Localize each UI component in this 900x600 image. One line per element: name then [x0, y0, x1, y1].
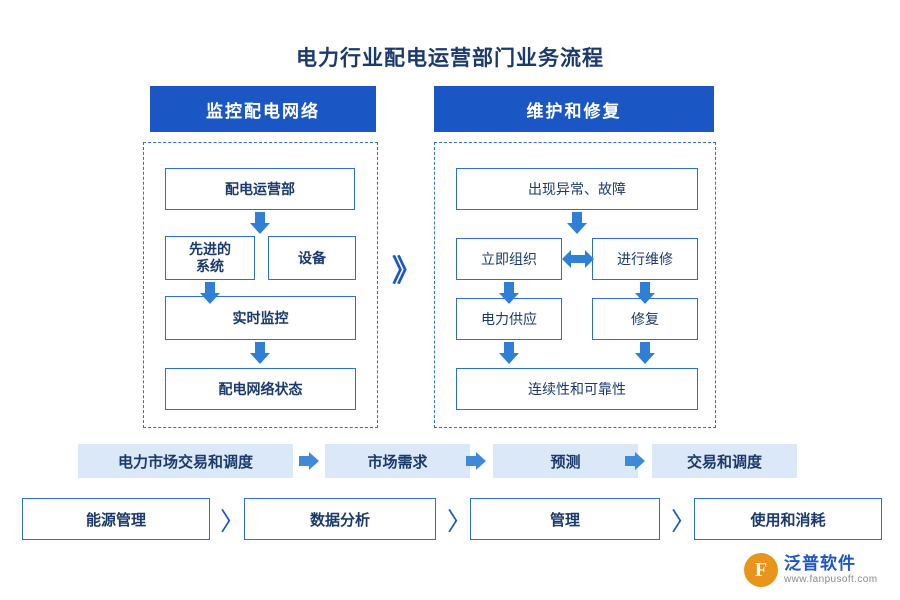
logo-name: 泛普软件	[784, 554, 856, 574]
node-power-supply: 电力供应	[456, 298, 562, 340]
chip-trading-dispatch: 交易和调度	[652, 444, 797, 478]
arrow-down-icon	[499, 342, 519, 364]
arrow-right-icon	[299, 452, 319, 470]
chevron-right-icon: 》	[392, 255, 422, 288]
node-equipment: 设备	[268, 236, 356, 280]
arrow-down-icon	[567, 212, 587, 234]
chip-market-demand: 市场需求	[325, 444, 470, 478]
watermark-logo: F 泛普软件 www.fanpusoft.com	[744, 548, 892, 592]
arrow-right-icon	[466, 452, 486, 470]
chevron-right-icon: 〉	[220, 509, 246, 536]
column-header-maintenance: 维护和修复	[434, 86, 714, 132]
node-immediate-organization: 立即组织	[456, 238, 562, 280]
node-distribution-operations-dept: 配电运营部	[165, 168, 355, 210]
arrow-down-icon	[200, 282, 220, 304]
node-network-status: 配电网络状态	[165, 368, 356, 410]
arrow-bidirectional-icon	[562, 250, 594, 268]
chevron-right-icon: 〉	[447, 509, 473, 536]
node-advanced-system: 先进的 系统	[165, 236, 255, 280]
arrow-down-icon	[635, 342, 655, 364]
arrow-right-icon	[625, 452, 645, 470]
box-management: 管理	[470, 498, 660, 540]
column-header-monitoring: 监控配电网络	[150, 86, 376, 132]
arrow-down-icon	[499, 282, 519, 304]
chip-forecast: 预测	[493, 444, 638, 478]
box-usage-consumption: 使用和消耗	[694, 498, 882, 540]
box-energy-management: 能源管理	[22, 498, 210, 540]
node-continuity-reliability: 连续性和可靠性	[456, 368, 698, 410]
page-title: 电力行业配电运营部门业务流程	[296, 47, 604, 70]
arrow-down-icon	[250, 212, 270, 234]
node-restore: 修复	[592, 298, 698, 340]
box-data-analysis: 数据分析	[244, 498, 436, 540]
arrow-down-icon	[250, 342, 270, 364]
logo-url: www.fanpusoft.com	[784, 573, 878, 585]
node-abnormal-fault: 出现异常、故障	[456, 168, 698, 210]
arrow-down-icon	[635, 282, 655, 304]
chip-power-market-trading: 电力市场交易和调度	[78, 444, 293, 478]
logo-mark-icon: F	[744, 553, 778, 587]
node-realtime-monitoring: 实时监控	[165, 296, 356, 340]
node-perform-repair: 进行维修	[592, 238, 698, 280]
chevron-right-icon: 〉	[671, 509, 697, 536]
